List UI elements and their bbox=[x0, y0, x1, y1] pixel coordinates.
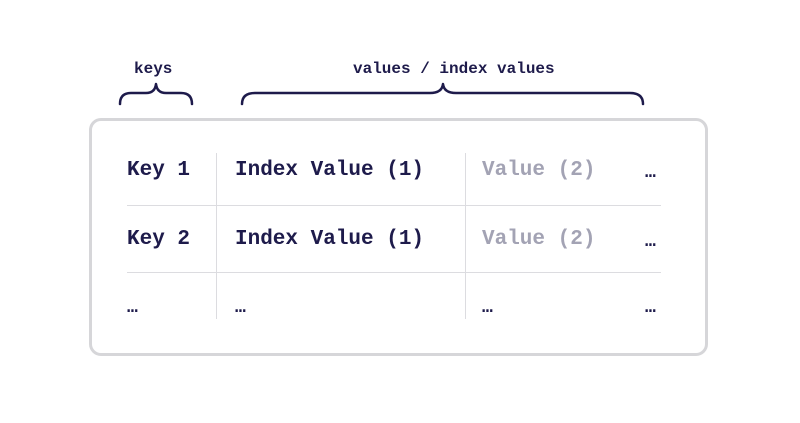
index-value-cell: … bbox=[235, 298, 246, 318]
key-cell: Key 1 bbox=[127, 159, 191, 182]
table-container bbox=[89, 118, 708, 356]
value-cell: Value (2) bbox=[482, 159, 596, 182]
column-divider bbox=[465, 153, 466, 319]
values-label: values / index values bbox=[353, 60, 555, 78]
index-value-cell: Index Value (1) bbox=[235, 159, 425, 182]
more-ellipsis: … bbox=[645, 232, 656, 252]
more-ellipsis: … bbox=[645, 163, 656, 183]
keys-label: keys bbox=[134, 60, 173, 78]
value-cell: Value (2) bbox=[482, 228, 596, 251]
keys-brace bbox=[118, 82, 194, 106]
index-value-cell: Index Value (1) bbox=[235, 228, 425, 251]
values-brace bbox=[240, 82, 645, 106]
column-divider bbox=[216, 153, 217, 319]
key-cell: … bbox=[127, 298, 138, 318]
row-divider bbox=[127, 205, 661, 206]
more-ellipsis: … bbox=[645, 298, 656, 318]
key-cell: Key 2 bbox=[127, 228, 191, 251]
value-cell: … bbox=[482, 298, 493, 318]
row-divider bbox=[127, 272, 661, 273]
